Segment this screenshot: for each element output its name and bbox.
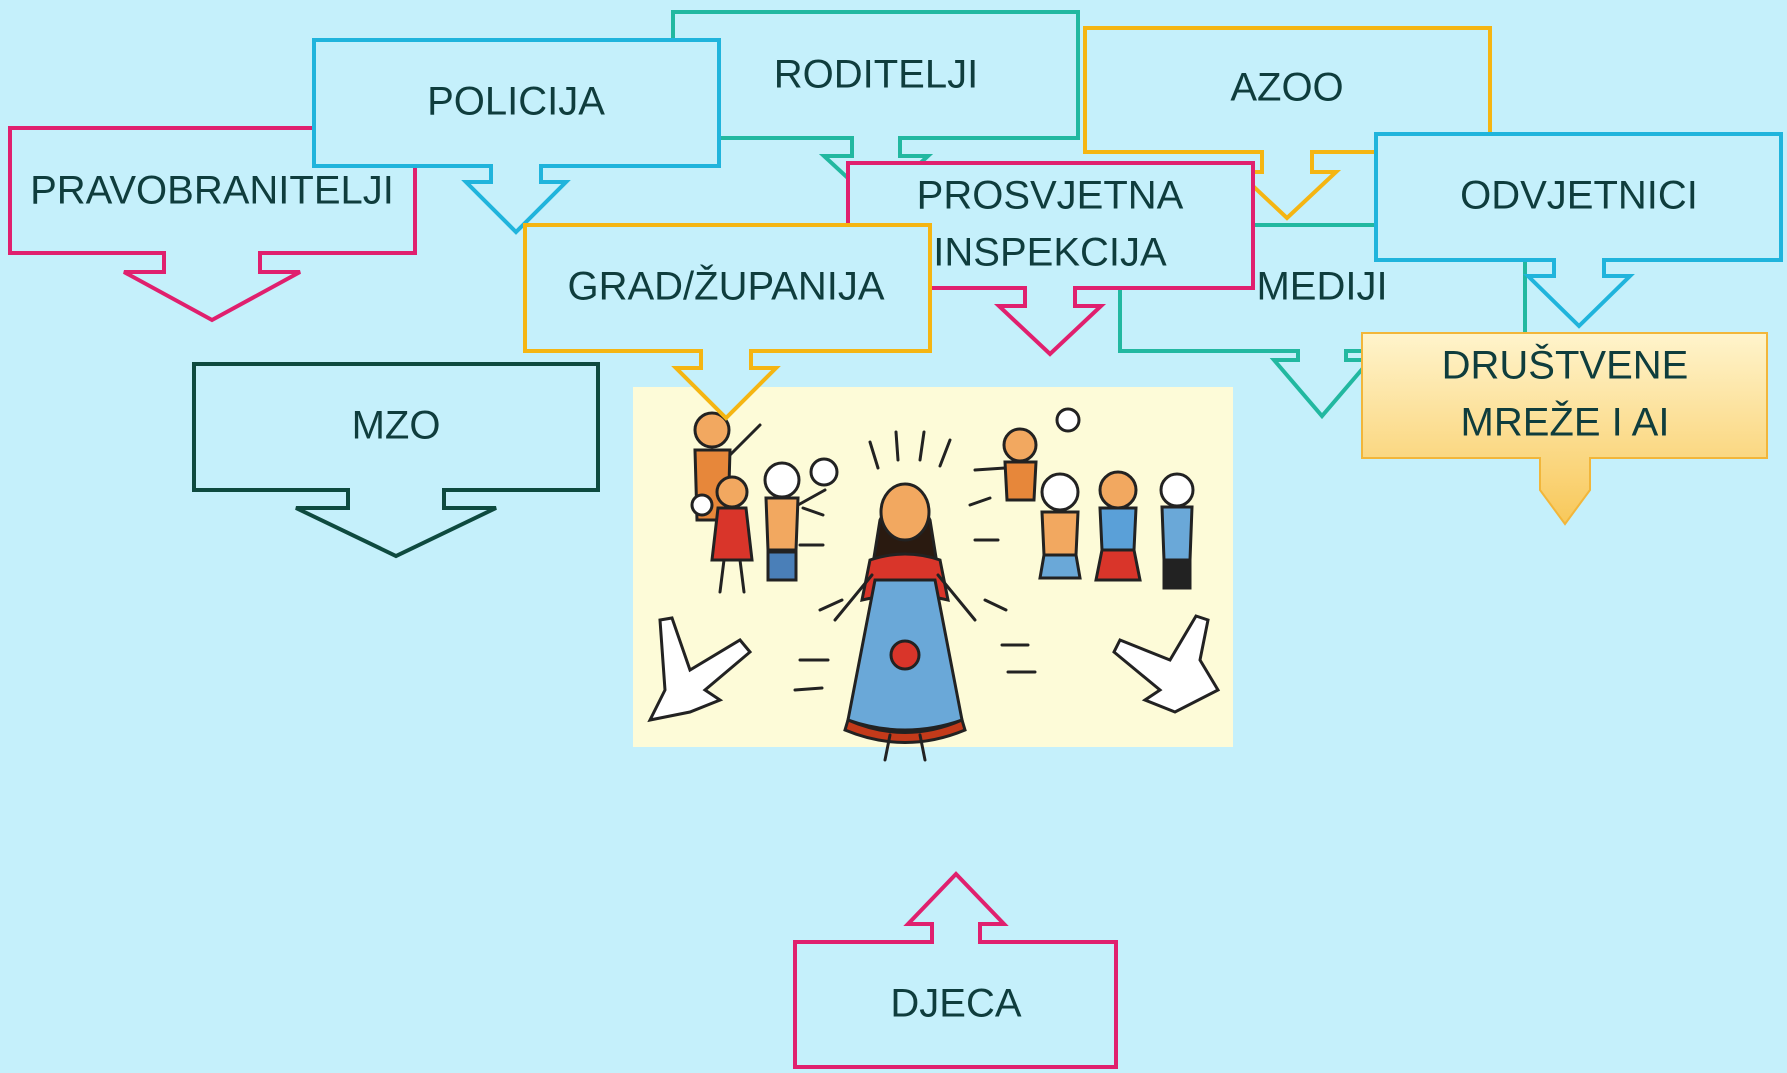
node-prosvjetna-inspekcija: PROSVJETNA INSPEKCIJA <box>846 161 1255 357</box>
node-drustvene-mreze: DRUŠTVENE MREŽE I AI <box>1361 332 1768 526</box>
mzo-callout <box>192 362 600 559</box>
node-djeca: DJECA <box>793 871 1118 1069</box>
right-kids <box>973 407 1195 590</box>
grad-label: GRAD/ŽUPANIJA <box>567 264 884 309</box>
pravobranitelji-callout <box>8 126 417 323</box>
node-odvjetnici: ODVJETNICI <box>1374 132 1783 329</box>
grad-callout <box>523 223 932 421</box>
prosvjetna-label-line1: PROSVJETNA <box>917 174 1184 218</box>
node-azoo: AZOO <box>1083 26 1492 221</box>
mzo-label: MZO <box>352 404 441 448</box>
left-kids <box>690 411 839 594</box>
policija-label: POLICIJA <box>427 80 605 124</box>
azoo-label: AZOO <box>1230 66 1343 110</box>
azoo-callout <box>1083 26 1492 221</box>
djeca-label: DJECA <box>890 982 1021 1026</box>
pravobranitelji-label: PRAVOBRANITELJI <box>30 169 394 213</box>
roditelji-label: RODITELJI <box>774 53 978 97</box>
node-pravobranitelji: PRAVOBRANITELJI <box>8 126 417 323</box>
mediji-label: MEDIJI <box>1256 265 1387 309</box>
node-mzo: MZO <box>192 362 600 559</box>
prosvjetna-callout <box>846 161 1255 357</box>
djeca-callout <box>793 871 1118 1069</box>
drustvene-label-line2: MREŽE I AI <box>1461 400 1670 445</box>
odvjetnici-callout <box>1374 132 1783 329</box>
central-picture <box>633 387 1233 762</box>
prosvjetna-label-line2: INSPEKCIJA <box>933 231 1167 275</box>
drustvene-label-line1: DRUŠTVENE <box>1442 343 1689 388</box>
drustvene-callout <box>1361 332 1768 526</box>
stress-lines <box>793 430 1037 692</box>
policija-callout <box>312 38 721 235</box>
odvjetnici-label: ODVJETNICI <box>1460 174 1698 218</box>
central-girl <box>833 482 977 762</box>
pointing-hands <box>647 614 1221 723</box>
bullied-child-illustration-icon <box>647 407 1221 762</box>
node-grad-zupanija: GRAD/ŽUPANIJA <box>523 223 932 421</box>
node-policija: POLICIJA <box>312 38 721 235</box>
